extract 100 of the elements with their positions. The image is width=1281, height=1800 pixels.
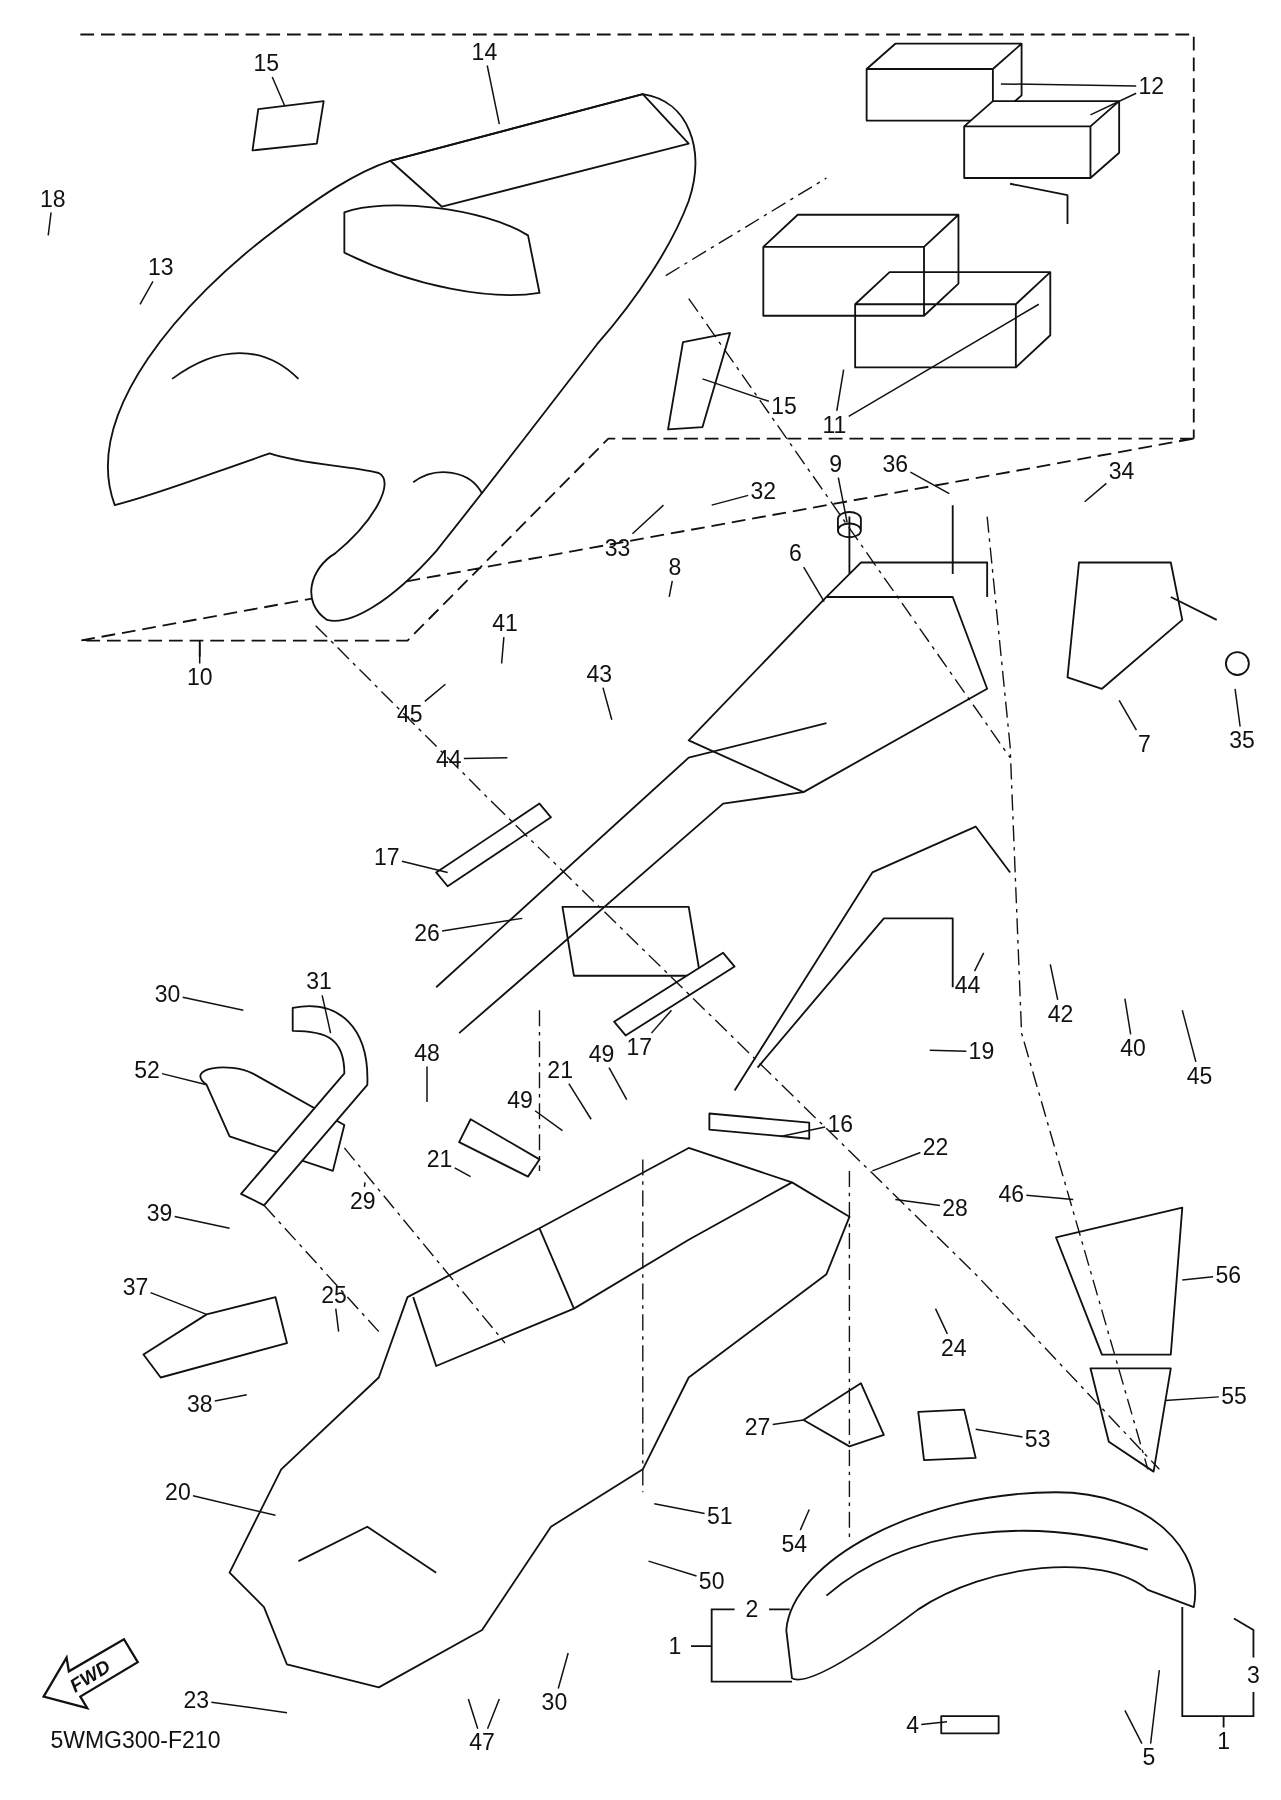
callout-number: 31 <box>306 969 332 993</box>
leader-line <box>974 1428 1024 1438</box>
callout-number: 49 <box>588 1042 615 1066</box>
leader-line <box>1124 997 1132 1035</box>
leader-line <box>802 566 825 603</box>
callout-number: 30 <box>541 1690 568 1714</box>
leader-line <box>210 1701 288 1714</box>
leader-line <box>701 378 770 403</box>
leader-line <box>453 1167 472 1178</box>
callout-number: 56 <box>1215 1263 1241 1287</box>
callout-number: 33 <box>604 536 631 559</box>
callout-number: 38 <box>186 1392 213 1416</box>
leader-line <box>1149 1669 1161 1745</box>
callout-number: 47 <box>469 1730 495 1754</box>
callout-number: 20 <box>165 1480 191 1504</box>
leader-line <box>1049 963 1059 1001</box>
callout-number: 42 <box>1047 1002 1074 1026</box>
leader-line <box>139 280 154 305</box>
callout-number: 46 <box>998 1182 1025 1206</box>
callout-number: 44 <box>436 747 462 771</box>
callout-number: 37 <box>122 1275 149 1299</box>
leader-line <box>631 504 665 535</box>
callout-number: 49 <box>507 1088 533 1112</box>
callout-number: 14 <box>471 40 498 64</box>
leader-line <box>647 1560 698 1577</box>
callout-number: 36 <box>882 452 909 476</box>
leader-line <box>1089 92 1137 116</box>
leader-line <box>198 642 201 665</box>
leader-line <box>837 476 848 524</box>
leader-line <box>467 1698 479 1730</box>
callout-number: 6 <box>789 541 802 565</box>
leader-line <box>401 860 449 874</box>
leader-line <box>1118 699 1138 731</box>
callout-number: 22 <box>922 1135 949 1159</box>
callout-number: 51 <box>706 1504 733 1528</box>
callout-number: 40 <box>1120 1036 1146 1060</box>
callout-number: 15 <box>253 51 280 75</box>
callout-number: 1 <box>668 1634 682 1658</box>
leader-line <box>909 471 950 495</box>
leader-line <box>608 1066 628 1101</box>
callout-number: 30 <box>154 982 181 1006</box>
leader-line <box>799 1508 810 1531</box>
callout-number: 50 <box>698 1569 725 1593</box>
leader-line <box>568 1082 592 1120</box>
callout-number: 26 <box>414 921 440 945</box>
leader-line <box>668 580 674 598</box>
leader-line <box>500 636 505 665</box>
leader-line <box>653 1503 706 1515</box>
leader-line <box>181 996 245 1011</box>
leader-line <box>192 1495 277 1516</box>
leader-line <box>534 1110 564 1132</box>
callout-number: 53 <box>1024 1427 1051 1451</box>
leader-line <box>1083 482 1108 503</box>
callout-number: 27 <box>744 1415 771 1439</box>
leader-line <box>973 952 985 972</box>
callout-number: 52 <box>134 1058 160 1082</box>
leader-line <box>173 1215 231 1230</box>
leader-line <box>1181 1276 1214 1281</box>
callout-number: 12 <box>1138 74 1165 98</box>
callout-number: 21 <box>426 1147 453 1171</box>
leader-line <box>894 1198 941 1207</box>
leader-line <box>335 1307 340 1333</box>
leader-line <box>710 494 749 506</box>
leader-line <box>363 1181 366 1188</box>
callout-number: 8 <box>668 555 682 579</box>
leader-line <box>934 1307 949 1335</box>
leader-line <box>1124 1709 1143 1745</box>
leader-line <box>602 686 613 721</box>
leader-line <box>1234 688 1241 728</box>
leader-line <box>149 1291 208 1316</box>
leader-line <box>1025 1194 1074 1201</box>
leader-line <box>424 683 447 703</box>
callout-number: 18 <box>40 187 66 211</box>
callout-number: 44 <box>954 973 981 997</box>
callout-number: 3 <box>1247 1663 1260 1687</box>
leader-line <box>836 368 845 412</box>
callout-number: 25 <box>321 1283 347 1307</box>
leader-line <box>321 994 332 1034</box>
leader-line <box>871 1151 922 1172</box>
callout-number: 1 <box>1217 1729 1230 1753</box>
leader-line <box>779 1126 826 1138</box>
callout-number: 17 <box>374 845 400 869</box>
callout-number: 54 <box>781 1532 808 1556</box>
leader-line <box>486 64 501 125</box>
leader-line <box>1000 83 1137 87</box>
callout-number: 19 <box>968 1039 995 1063</box>
leader-line <box>1164 1396 1220 1402</box>
leader-line <box>486 1698 501 1730</box>
callout-number: 48 <box>414 1041 440 1065</box>
leader-line <box>920 1721 948 1726</box>
callout-number: 15 <box>771 394 797 418</box>
leader-line <box>771 1419 805 1426</box>
leader-line <box>557 1652 569 1690</box>
callout-number: 7 <box>1138 732 1151 756</box>
callout-number: 32 <box>750 479 777 503</box>
callout-number: 24 <box>941 1336 967 1360</box>
leader-line <box>1181 1009 1197 1063</box>
callout-number: 2 <box>745 1597 759 1621</box>
drawing-code: 5WMG300-F210 <box>50 1728 221 1752</box>
leader-line <box>426 1065 428 1103</box>
